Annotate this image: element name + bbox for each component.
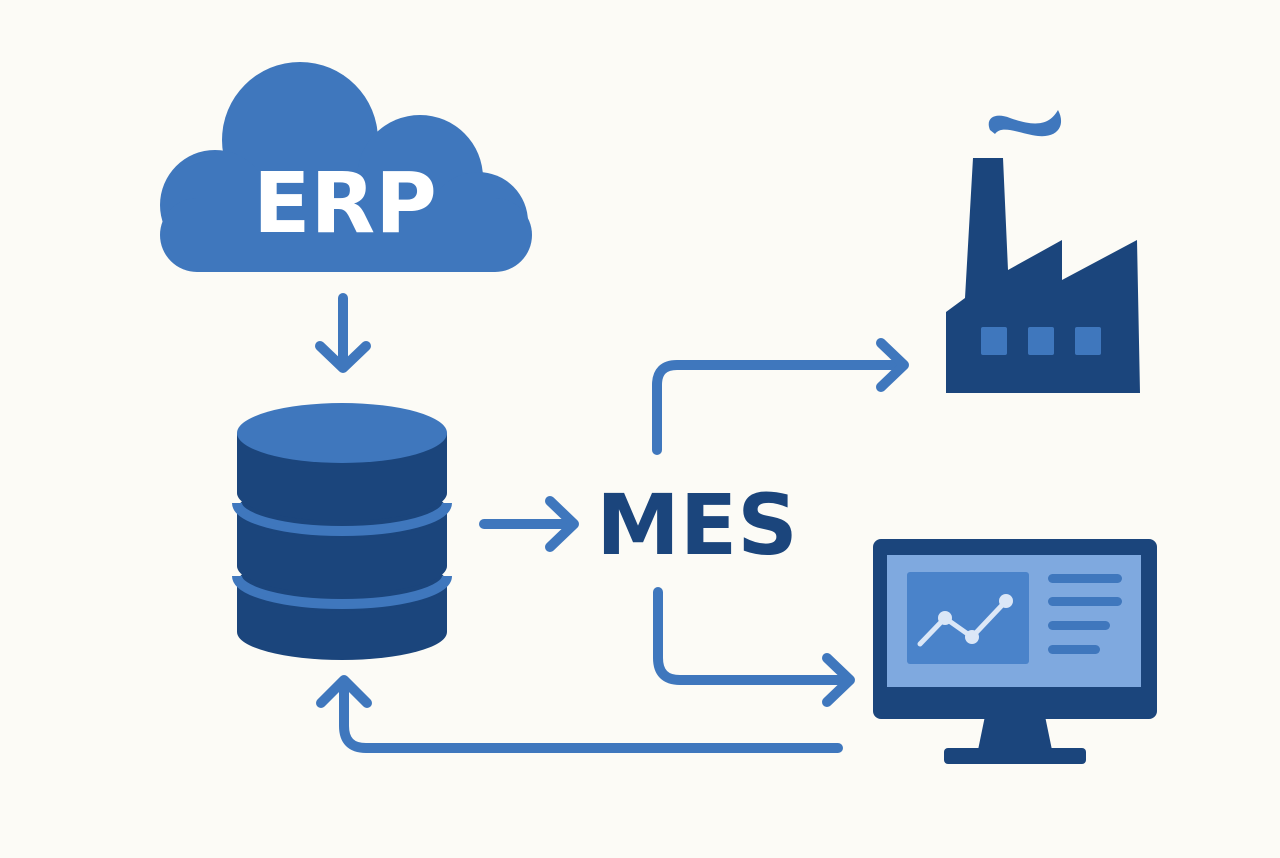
line-chart-icon: [917, 594, 1013, 647]
factory-icon: [946, 110, 1140, 393]
arrow-erp-to-database: [315, 293, 371, 373]
arrow-monitor-to-database: [316, 675, 843, 753]
mes-label: MES: [596, 476, 797, 574]
database-icon: [232, 403, 452, 660]
arrow-mes-to-monitor: [653, 587, 855, 707]
arrow-mes-to-factory: [652, 338, 909, 455]
cloud-icon: [160, 62, 532, 272]
monitor-icon: [873, 539, 1157, 764]
arrow-database-to-mes: [479, 496, 579, 552]
screen-text-lines: [1048, 574, 1122, 654]
erp-label: ERP: [253, 154, 437, 252]
erp-cloud: ERP: [160, 62, 532, 272]
